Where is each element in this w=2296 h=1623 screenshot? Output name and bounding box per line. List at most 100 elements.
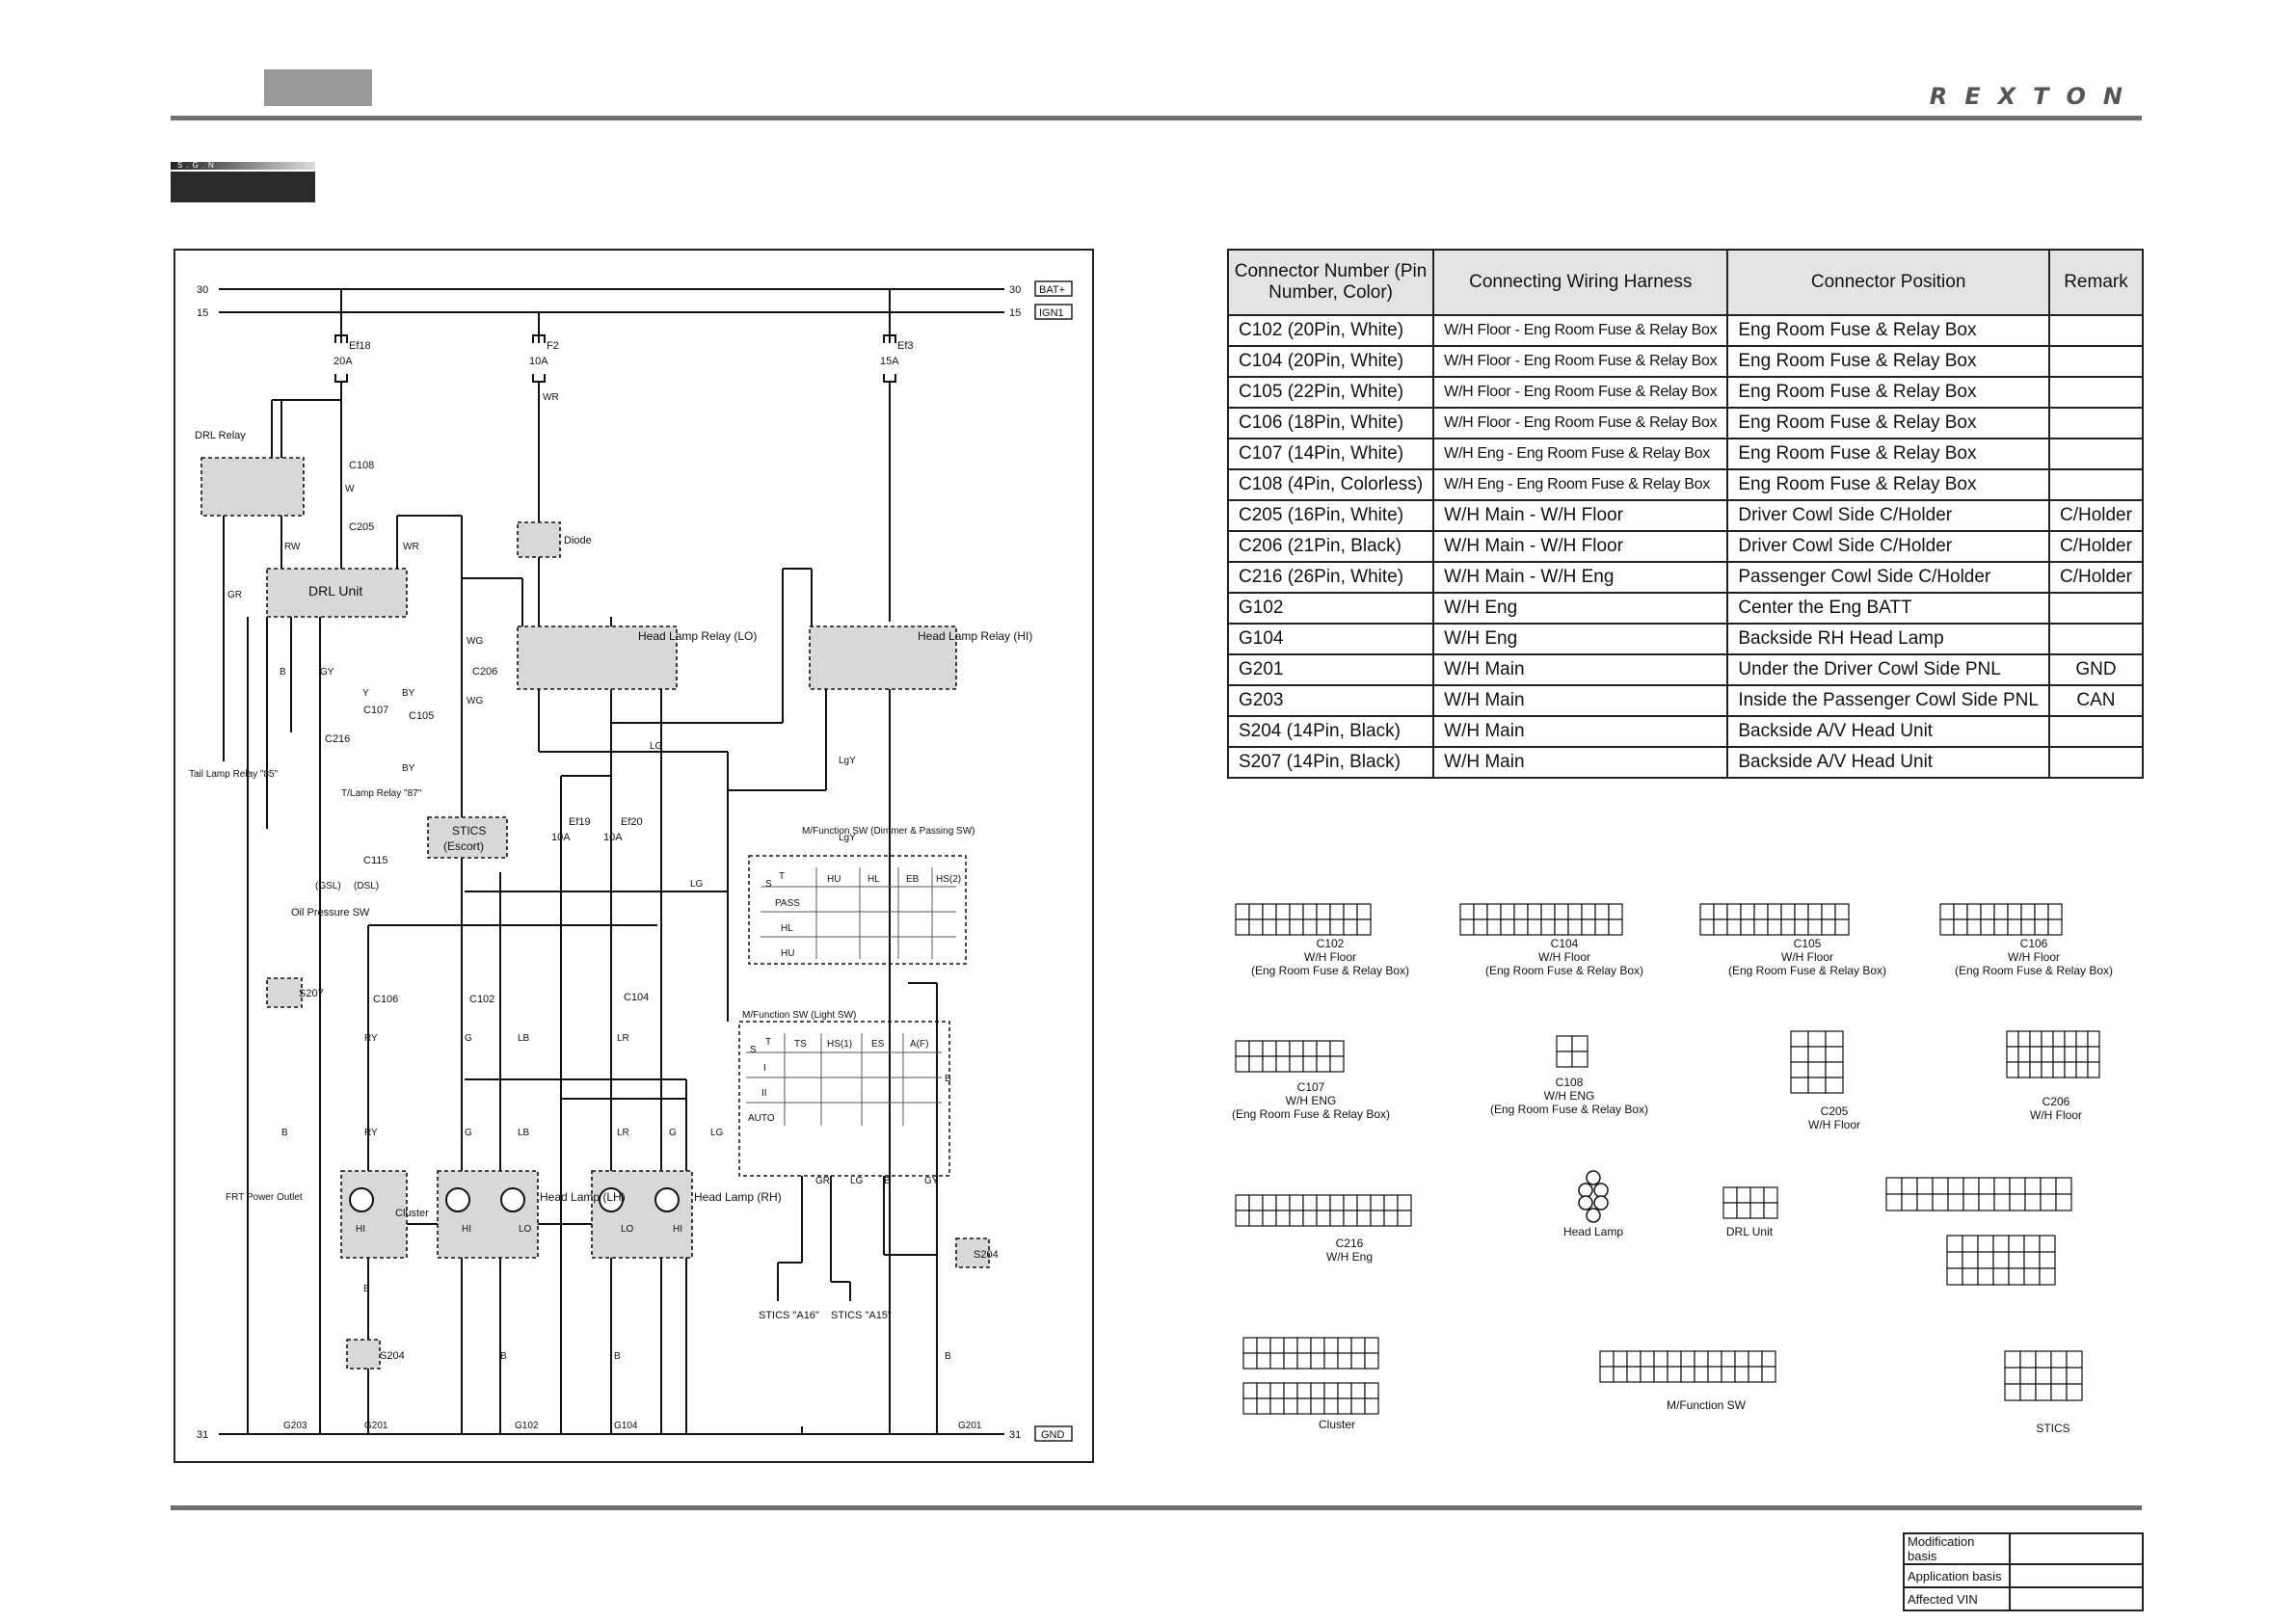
bat-tag: BAT+ <box>1039 284 1065 296</box>
pin-cell <box>2017 1061 2031 1078</box>
cell-wiring-harness: W/H Main <box>1432 746 1729 779</box>
pin-cell <box>1256 1337 1271 1354</box>
pin-cell <box>1316 1040 1331 1057</box>
pin-cell <box>1993 1177 2011 1195</box>
pin-cell <box>2004 1383 2021 1401</box>
pin-cell <box>2024 1177 2042 1195</box>
rail-30-right: 30 <box>1009 284 1021 296</box>
pin-cell <box>2006 1046 2019 1063</box>
wire-lg-d: LG <box>850 1176 864 1186</box>
pin-cell <box>1807 1030 1827 1048</box>
pin-cell <box>2064 1030 2077 1048</box>
pin-cell <box>2023 1235 2041 1253</box>
cell-connector-position: Inside the Passenger Cowl Side PNL <box>1726 684 2050 717</box>
connector-table: Connector Number (Pin Number, Color) Con… <box>1226 249 2145 779</box>
cell-wiring-harness: W/H Eng - Eng Room Fuse & Relay Box <box>1432 468 1729 501</box>
pin-cell <box>1790 1030 1809 1048</box>
view-c102-sub: W/H Floor <box>1304 950 1356 964</box>
pin-cell <box>1302 1040 1318 1057</box>
pin-cell <box>2034 918 2049 936</box>
dimmer-col-eb: EB <box>906 874 920 885</box>
cell-wiring-harness: W/H Eng - Eng Room Fuse & Relay Box <box>1432 438 1729 470</box>
cell-connector-number: G201 <box>1226 653 1435 686</box>
wire-lg-a: LG <box>650 741 663 752</box>
wire-b-e: B <box>281 1128 288 1138</box>
pin-cell <box>1901 1177 1918 1195</box>
pin-cell <box>1316 1194 1331 1211</box>
cell-remark <box>2047 407 2145 439</box>
pin-cell <box>1283 1382 1298 1399</box>
pin-cell <box>1310 1337 1325 1354</box>
pin-cell <box>1567 903 1583 920</box>
cell-connector-number: G104 <box>1226 623 1435 655</box>
fuse-ef18-name: Ef18 <box>349 340 371 352</box>
pin-cell <box>1350 1337 1366 1354</box>
pin-cell <box>1364 1382 1379 1399</box>
pin-cell <box>1581 918 1596 936</box>
pin-cell <box>2040 1177 2057 1195</box>
mfsw-dimmer-label: M/Function SW (Dimmer & Passing SW) <box>802 826 974 837</box>
pin-cell <box>1513 903 1529 920</box>
cell-wiring-harness: W/H Eng <box>1432 623 1729 655</box>
rail-15-right: 15 <box>1009 307 1021 319</box>
pin-cell <box>2087 1030 2100 1048</box>
dimmer-col-t: T <box>779 871 785 882</box>
pin-cell <box>1235 1194 1250 1211</box>
pin-cell <box>1256 1382 1271 1399</box>
conn-s204-a: S204 <box>380 1350 405 1362</box>
wire-g-b: G <box>465 1128 472 1138</box>
mfsw-light-label: M/Function SW (Light SW) <box>742 1010 856 1021</box>
pin-cell <box>1283 1337 1298 1354</box>
pin-cell <box>1302 903 1318 920</box>
pin-cell <box>2041 1061 2054 1078</box>
mod-row: Affected VIN <box>1903 1586 2144 1611</box>
pin-cell <box>1962 1251 1979 1269</box>
cell-connector-number: C216 (26Pin, White) <box>1226 561 1435 594</box>
pin-cell <box>2007 918 2022 936</box>
pin-cell <box>1946 1251 1963 1269</box>
light-col-t: T <box>765 1037 771 1048</box>
cell-remark: CAN <box>2047 684 2145 717</box>
pin-cell <box>1275 1210 1291 1227</box>
dimmer-col-hu: HU <box>827 874 841 885</box>
pin-cell <box>1939 918 1955 936</box>
cluster-hi-label: HI <box>356 1224 365 1235</box>
wire-lr-b: LR <box>617 1128 629 1138</box>
pin-cell <box>1680 1350 1695 1368</box>
ign1-tag: IGN1 <box>1039 307 1064 319</box>
cell-connector-number: C108 (4Pin, Colorless) <box>1226 468 1435 501</box>
view-c104-sub: W/H Floor <box>1538 950 1590 964</box>
view-c205-sub: W/H Floor <box>1808 1118 1860 1131</box>
cell-connector-number: G203 <box>1226 684 1435 717</box>
pin-cell <box>1694 1366 1709 1383</box>
pin-cell <box>1753 903 1769 920</box>
cell-wiring-harness: W/H Floor - Eng Room Fuse & Relay Box <box>1432 407 1729 439</box>
view-stics-title: STICS <box>2036 1422 2069 1435</box>
pin-cell <box>1289 903 1304 920</box>
wire-gy-b: GY <box>924 1176 939 1186</box>
pin-cell <box>1594 903 1610 920</box>
view-c206-sub: W/H Floor <box>2030 1108 2082 1122</box>
connector-pin-views: C102 W/H Floor (Eng Room Fuse & Relay Bo… <box>1224 887 2149 1465</box>
fuse-ef20-rating: 10A <box>603 832 623 843</box>
pin-cell <box>1316 918 1331 936</box>
cell-wiring-harness: W/H Main - W/H Floor <box>1432 530 1729 563</box>
pin-cell <box>1316 903 1331 920</box>
pin-cell <box>1790 1077 1809 1094</box>
pin-cell <box>2004 1367 2021 1385</box>
view-c105-sub2: (Eng Room Fuse & Relay Box) <box>1728 964 1886 977</box>
conn-c102: C102 <box>469 994 494 1005</box>
cell-connector-position: Eng Room Fuse & Relay Box <box>1726 438 2050 470</box>
pin-cell <box>1235 1040 1250 1057</box>
wire-wg-b: WG <box>467 696 483 706</box>
pin-cell <box>1329 1210 1345 1227</box>
conn-c206: C206 <box>472 666 497 678</box>
pin-cell <box>1242 1397 1258 1415</box>
ground-g201-a: G201 <box>364 1421 388 1431</box>
light-col-hs1: HS(1) <box>827 1039 852 1050</box>
wire-w: W <box>345 484 355 494</box>
pin-cell <box>1343 1194 1358 1211</box>
cell-remark <box>2047 376 2145 409</box>
table-row: C106 (18Pin, White)W/H Floor - Eng Room … <box>1226 407 2145 439</box>
mod-row: Application basis <box>1903 1563 2144 1588</box>
